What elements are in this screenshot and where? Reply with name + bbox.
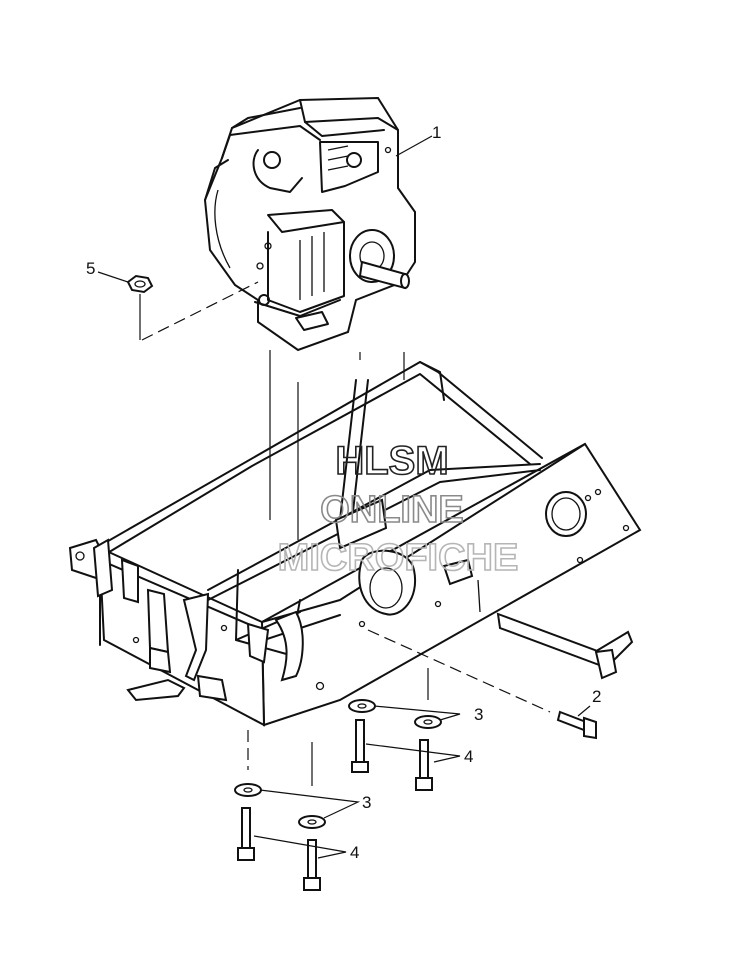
callout-2-side-bolt: 2 xyxy=(592,687,601,706)
flange-nut xyxy=(126,274,154,294)
washer-pair-right xyxy=(348,699,442,729)
bolt-pair-left xyxy=(237,807,321,891)
callout-5-nut: 5 xyxy=(86,259,95,278)
callout-3-washers-right: 3 xyxy=(474,705,483,724)
callout-1-engine: 1 xyxy=(432,123,441,142)
frame xyxy=(68,361,642,727)
side-bolt xyxy=(556,710,597,740)
engine-alignment-lines xyxy=(269,350,405,540)
nut-to-engine-dashed-line xyxy=(141,281,259,341)
watermark-line-1: HLSM xyxy=(335,439,448,483)
watermark-line-2: ONLINE xyxy=(320,489,464,531)
callout-3-washers-left: 3 xyxy=(362,793,371,812)
callout-leaders xyxy=(97,135,591,859)
engine xyxy=(203,96,416,352)
watermark-line-3: MICROFICHE xyxy=(278,537,519,579)
callout-4-bolts-right: 4 xyxy=(464,747,473,766)
side-bolt-dashed-line xyxy=(367,629,551,713)
callout-4-bolts-left: 4 xyxy=(350,843,359,862)
bolt-pair-right xyxy=(351,719,433,791)
